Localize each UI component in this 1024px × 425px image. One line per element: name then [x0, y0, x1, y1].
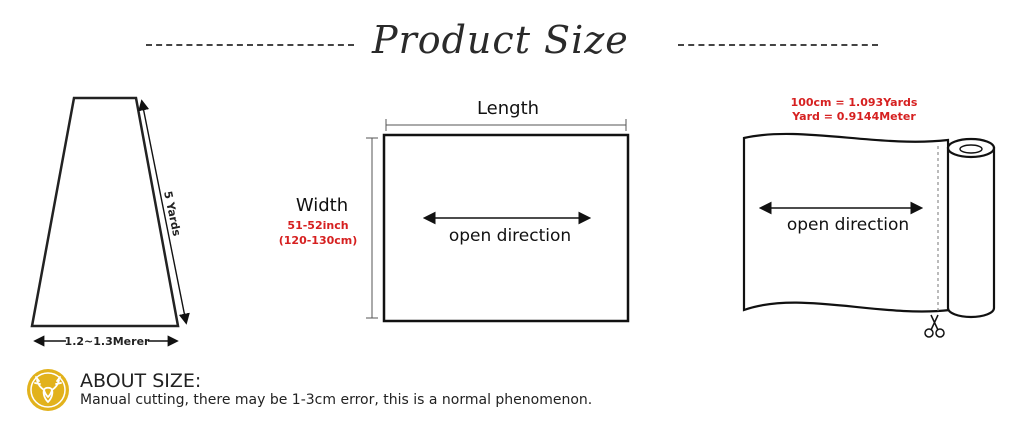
left-dash-divider	[146, 44, 354, 46]
fabric-roll-core	[959, 144, 983, 154]
middle-rectangle-diagram: Length Width 51-52inch (120-130cm) open …	[279, 98, 630, 323]
header: Product Size	[0, 10, 1024, 70]
length-label: Length	[477, 98, 539, 119]
about-size-text: Manual cutting, there may be 1-3cm error…	[80, 392, 593, 408]
about-size-section: ABOUT SIZE: Manual cutting, there may be…	[26, 368, 826, 418]
conversion-meter-label: Yard = 0.9144Meter	[791, 110, 916, 123]
base-label-bg	[66, 333, 148, 349]
open-direction-label: open direction	[449, 226, 571, 246]
right-roll-diagram: 100cm = 1.093Yards Yard = 0.9144Meter op…	[742, 96, 996, 338]
width-cm-label: (120-130cm)	[279, 234, 358, 247]
scissors-icon	[924, 314, 945, 338]
page-title: Product Size	[372, 18, 629, 62]
open-direction-label-right: open direction	[787, 215, 909, 235]
width-label: Width	[296, 195, 348, 216]
fabric-trapezoid	[30, 96, 180, 328]
base-label: 1.2~1.3Merer	[65, 335, 150, 348]
about-size-title: ABOUT SIZE:	[80, 370, 202, 392]
fabric-rectangle	[382, 133, 630, 323]
right-dash-divider	[678, 44, 878, 46]
width-inch-label: 51-52inch	[287, 219, 348, 232]
height-dimension-arrow	[138, 99, 190, 325]
left-trapezoid-diagram: 5 Yards 1.2~1.3Merer	[30, 96, 190, 349]
conversion-yards-label: 100cm = 1.093Yards	[791, 96, 918, 109]
fabric-roll-cylinder	[946, 146, 996, 319]
deer-head-icon	[27, 369, 69, 411]
